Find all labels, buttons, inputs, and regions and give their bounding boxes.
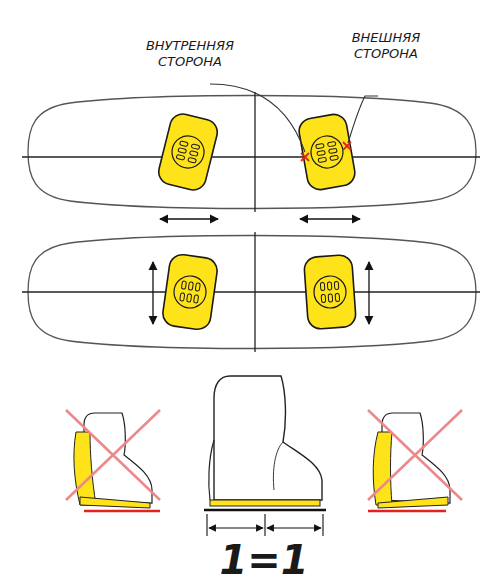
binding <box>161 253 219 331</box>
leader-line <box>210 84 378 152</box>
binding <box>297 112 357 191</box>
boot-wrong <box>66 410 160 511</box>
boot <box>204 376 326 536</box>
side-label: ВНУТРЕННЯЯ СТОРОНА <box>125 38 255 71</box>
move-arrow <box>160 218 360 219</box>
mark-cross <box>301 142 351 161</box>
binding <box>156 111 220 192</box>
boot-wrong <box>368 410 462 511</box>
snowboard <box>22 232 480 352</box>
snowboard <box>22 92 480 212</box>
ratio-label: 1=1 <box>194 535 334 585</box>
binding <box>304 254 357 329</box>
move-arrow <box>153 262 369 324</box>
side-label: ВНЕШНЯЯ СТОРОНА <box>326 30 446 63</box>
